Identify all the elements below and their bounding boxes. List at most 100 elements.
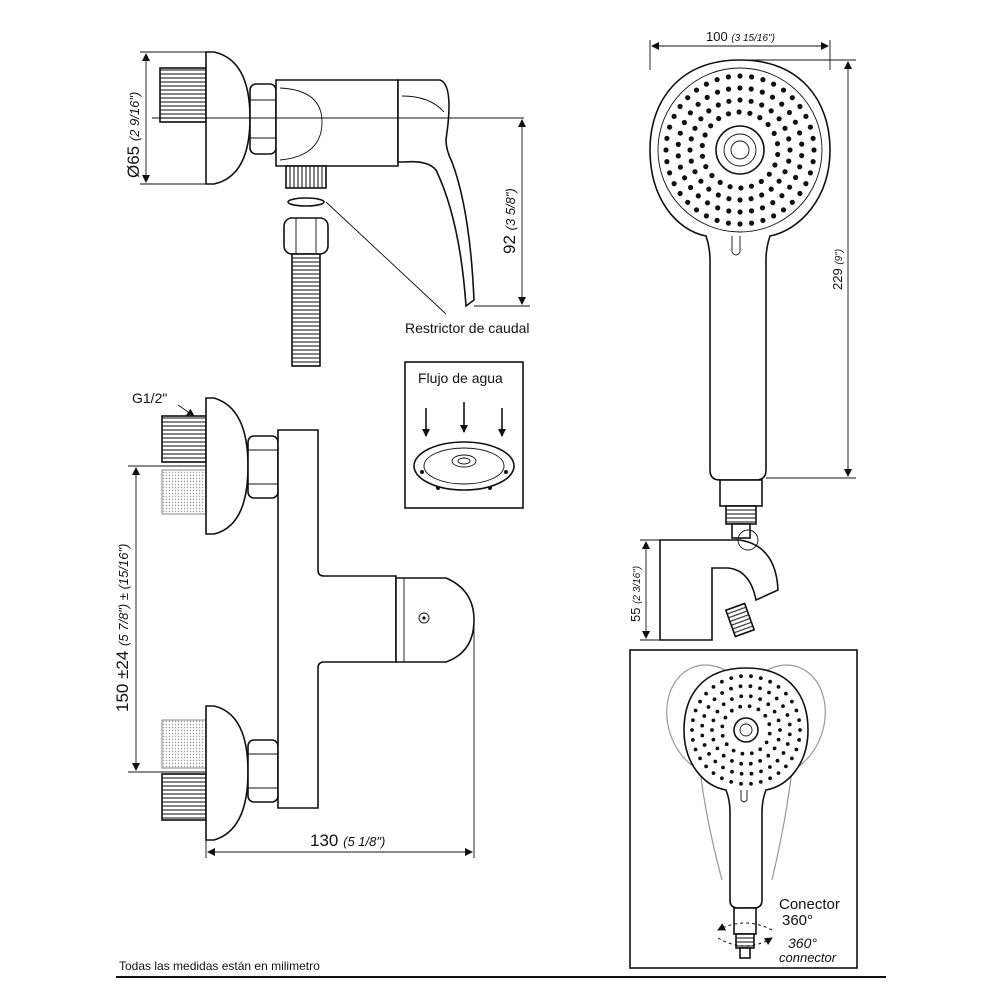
nozzle-dot bbox=[785, 742, 790, 746]
nozzle-dot bbox=[667, 170, 673, 176]
nozzle-dot bbox=[771, 213, 777, 219]
nozzle-dot bbox=[714, 217, 720, 223]
nozzle-dot bbox=[768, 765, 772, 769]
footer-note: Todas las medidas están en milimetro bbox=[119, 959, 320, 973]
nozzle-dot bbox=[730, 769, 734, 774]
nozzle-dot bbox=[737, 197, 743, 203]
nozzle-dot bbox=[774, 141, 781, 147]
nozzle-dot bbox=[760, 77, 766, 83]
nozzle-dot bbox=[792, 119, 799, 125]
nozzle-dot bbox=[671, 113, 677, 119]
nozzle-dot bbox=[786, 136, 792, 142]
nozzle-dot bbox=[677, 164, 684, 170]
nozzle-dot bbox=[704, 200, 711, 206]
nozzle-dot bbox=[702, 714, 707, 718]
nozzle-dot bbox=[729, 676, 734, 680]
nozzle-dot bbox=[759, 102, 765, 108]
nozzle-dot bbox=[711, 685, 716, 689]
nozzle-dot bbox=[688, 158, 694, 164]
connector-label-en-1: 360° bbox=[788, 935, 817, 951]
nozzle-dot bbox=[703, 213, 710, 219]
nozzle-dot bbox=[724, 742, 729, 747]
nozzle-dot bbox=[772, 746, 777, 751]
thread-label: G1/2" bbox=[132, 390, 167, 406]
nozzle-dot bbox=[797, 718, 801, 722]
nozzle-dot bbox=[794, 708, 799, 713]
nozzle-dot bbox=[703, 164, 709, 170]
nozzle-dot bbox=[748, 761, 753, 766]
nozzle-dot bbox=[776, 685, 781, 689]
nozzle-dot bbox=[739, 761, 744, 766]
nozzle-dot bbox=[685, 95, 691, 101]
nozzle-dot bbox=[703, 81, 710, 87]
nozzle-dot bbox=[758, 676, 763, 680]
nozzle-dot bbox=[711, 737, 716, 742]
nozzle-dot bbox=[771, 130, 777, 136]
nozzle-dot bbox=[725, 220, 732, 226]
nozzle-dot bbox=[797, 190, 803, 197]
nozzle-dot bbox=[692, 125, 698, 131]
nozzle-dot bbox=[759, 192, 765, 198]
nozzle-dot bbox=[779, 101, 785, 107]
nozzle-dot bbox=[690, 728, 694, 732]
nozzle-dot bbox=[749, 74, 755, 80]
nozzle-dot bbox=[747, 110, 753, 116]
flow-label: Flujo de agua bbox=[418, 370, 503, 386]
nozzle-dot bbox=[691, 718, 695, 722]
nozzle-dot bbox=[785, 713, 790, 717]
nozzle-dot bbox=[711, 771, 716, 775]
nozzle-dot bbox=[715, 192, 721, 198]
nozzle-dot bbox=[681, 119, 688, 126]
hand-shower bbox=[649, 59, 831, 641]
nozzle-dot bbox=[759, 205, 766, 211]
dimension-height-229: 229 (9") bbox=[742, 59, 856, 479]
nozzle-dot bbox=[715, 746, 720, 751]
nozzle-dot bbox=[782, 125, 788, 131]
nozzle-dot bbox=[797, 164, 803, 170]
nozzle-dot bbox=[748, 183, 755, 189]
connector-label-en-2: connector bbox=[779, 950, 837, 965]
nozzle-dot bbox=[749, 674, 753, 679]
connector-label-es-2: 360° bbox=[782, 912, 813, 929]
nozzle-dot bbox=[737, 73, 743, 79]
width-100-label: 100 (3 15/16") bbox=[706, 29, 775, 44]
nozzle-dot bbox=[712, 697, 717, 702]
nozzle-dot bbox=[700, 733, 705, 738]
connector-360-box: Conector 360° 360° connector bbox=[629, 649, 858, 969]
nozzle-dot bbox=[706, 705, 711, 709]
nozzle-dot bbox=[725, 86, 732, 92]
nozzle-dot bbox=[759, 89, 765, 95]
nozzle-dot bbox=[723, 715, 728, 720]
nozzle-dot bbox=[748, 684, 753, 689]
nozzle-dot bbox=[693, 87, 700, 93]
height-55-label: 55 (2 3/16") bbox=[628, 566, 643, 622]
dimension-spacing: 150 ±24 (5 7/8") ± (15/16") bbox=[113, 465, 206, 773]
nozzle-dot bbox=[702, 132, 708, 138]
nozzle-dot bbox=[767, 722, 772, 727]
nozzle-dot bbox=[758, 759, 762, 763]
connector-label-es-1: Conector bbox=[779, 896, 840, 913]
nozzle-dot bbox=[664, 135, 670, 141]
nozzle-dot bbox=[663, 147, 669, 153]
nozzle-dot bbox=[720, 776, 724, 781]
nozzle-dot bbox=[781, 704, 785, 708]
nozzle-dot bbox=[729, 686, 733, 691]
nozzle-dot bbox=[749, 751, 754, 756]
nozzle-dot bbox=[721, 702, 726, 707]
nozzle-dot bbox=[748, 208, 755, 214]
nozzle-dot bbox=[704, 94, 710, 100]
nozzle-dot bbox=[693, 747, 698, 752]
nozzle-dot bbox=[789, 199, 795, 205]
nozzle-dot bbox=[803, 113, 809, 119]
nozzle-grid bbox=[663, 73, 817, 227]
nozzle-dot bbox=[794, 747, 799, 752]
nozzle-dot bbox=[807, 170, 814, 176]
diameter-label: Ø65 (2 9/16") bbox=[124, 92, 143, 178]
dimension-diameter: Ø65 (2 9/16") bbox=[124, 51, 206, 185]
nozzle-dot bbox=[811, 147, 817, 153]
nozzle-dot bbox=[739, 771, 744, 776]
nozzle-dot bbox=[780, 207, 787, 213]
nozzle-dot bbox=[706, 186, 712, 192]
nozzle-dot bbox=[664, 159, 670, 165]
